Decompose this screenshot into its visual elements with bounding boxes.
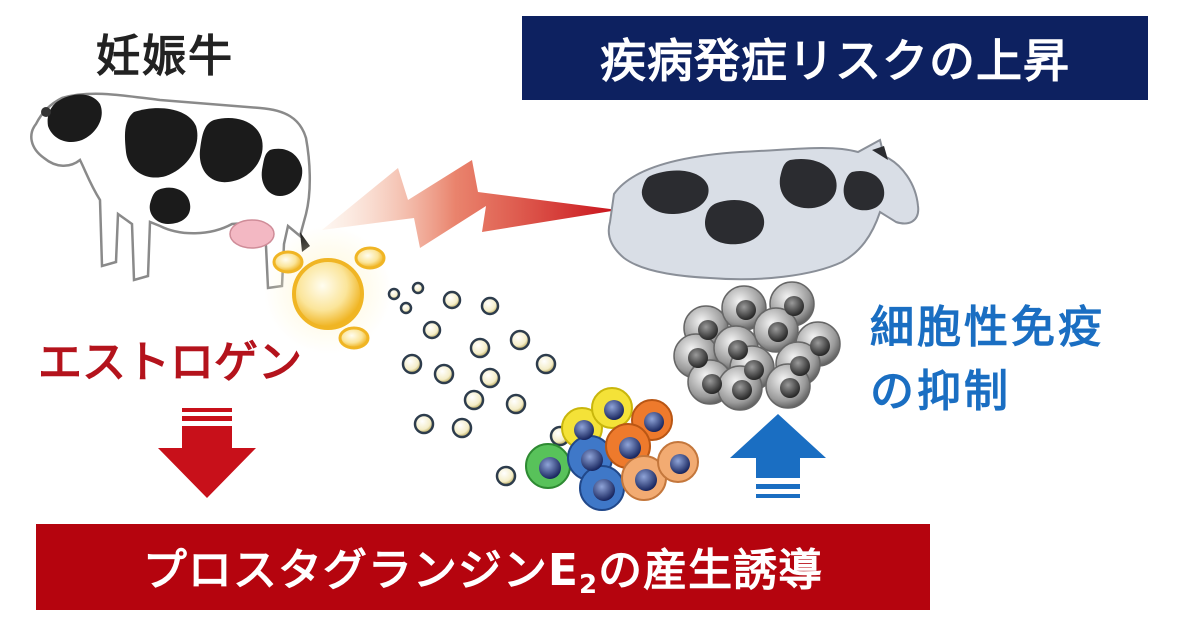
lying-cow-illustration (607, 138, 920, 281)
disease-risk-banner: 疾病発症リスクの上昇 (522, 16, 1148, 100)
immune-cells-colored (525, 387, 699, 511)
estrogen-label: エストロゲン (38, 337, 302, 388)
pge2-subscript: 2 (578, 570, 599, 600)
pge2-tail: の産生誘導 (598, 545, 824, 596)
disease-risk-text: 疾病発症リスクの上昇 (600, 34, 1070, 88)
up-arrow-icon (730, 414, 826, 498)
immune-suppression-label: 細胞性免疫 の抑制 (870, 296, 1105, 424)
pregnant-cow-illustration (30, 92, 312, 290)
pge2-banner: プロスタグランジンE2の産生誘導 (36, 524, 930, 610)
lightning-bolt (322, 160, 618, 248)
pge2-main: プロスタグランジンE (142, 545, 579, 596)
immune-suppression-line1: 細胞性免疫 (870, 302, 1105, 353)
immune-cells-gray (673, 281, 841, 411)
immune-suppression-line2: の抑制 (870, 366, 1011, 417)
estrogen-cell (264, 226, 392, 354)
pge2-text: プロスタグランジンE2の産生誘導 (143, 534, 823, 600)
pregnant-cow-label: 妊娠牛 (96, 31, 234, 82)
estrogen-particles (387, 281, 571, 487)
down-arrow-icon (158, 408, 256, 498)
